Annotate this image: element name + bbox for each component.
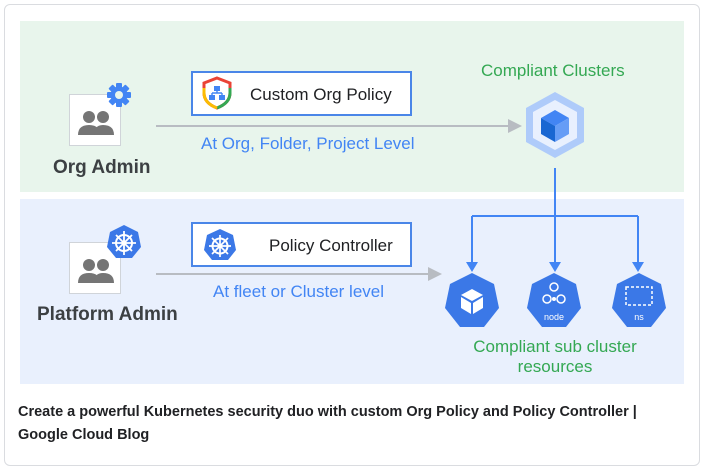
compliant-sub-resources-label: Compliant sub cluster resources bbox=[455, 337, 655, 377]
cluster-connector-arrows bbox=[466, 168, 644, 272]
policy-controller-scope-label: At fleet or Cluster level bbox=[213, 282, 385, 301]
platform-admin-avatar bbox=[69, 242, 121, 294]
platform-admin-label: Platform Admin bbox=[37, 304, 178, 325]
namespace-icon: ns bbox=[612, 273, 666, 327]
figure-caption: Create a powerful Kubernetes security du… bbox=[18, 404, 637, 443]
org-policy-shield-icon bbox=[202, 76, 232, 110]
compliant-sub-resources-line2: resources bbox=[517, 357, 593, 376]
org-policy-scope-label: At Org, Folder, Project Level bbox=[201, 134, 415, 153]
org-admin-label: Org Admin bbox=[53, 157, 151, 178]
kubernetes-helm-icon bbox=[107, 225, 141, 258]
people-icon bbox=[78, 259, 114, 283]
people-icon bbox=[78, 111, 114, 135]
compliant-clusters-label: Compliant Clusters bbox=[481, 61, 625, 80]
policy-controller-box: Policy Controller bbox=[191, 222, 412, 267]
ns-icon-label: ns bbox=[634, 312, 644, 322]
gear-icon bbox=[107, 83, 131, 107]
kubernetes-helm-icon bbox=[204, 229, 236, 260]
policy-controller-label: Policy Controller bbox=[269, 236, 393, 255]
compliant-sub-resources-line1: Compliant sub cluster bbox=[473, 337, 637, 356]
org-policy-arrow bbox=[156, 119, 522, 133]
custom-org-policy-box: Custom Org Policy bbox=[191, 71, 412, 116]
gke-cluster-icon bbox=[526, 92, 584, 158]
pod-icon bbox=[445, 273, 499, 327]
node-icon-label: node bbox=[544, 312, 564, 322]
custom-org-policy-label: Custom Org Policy bbox=[250, 85, 392, 104]
node-icon: node bbox=[527, 273, 581, 327]
policy-controller-arrow bbox=[156, 267, 442, 281]
